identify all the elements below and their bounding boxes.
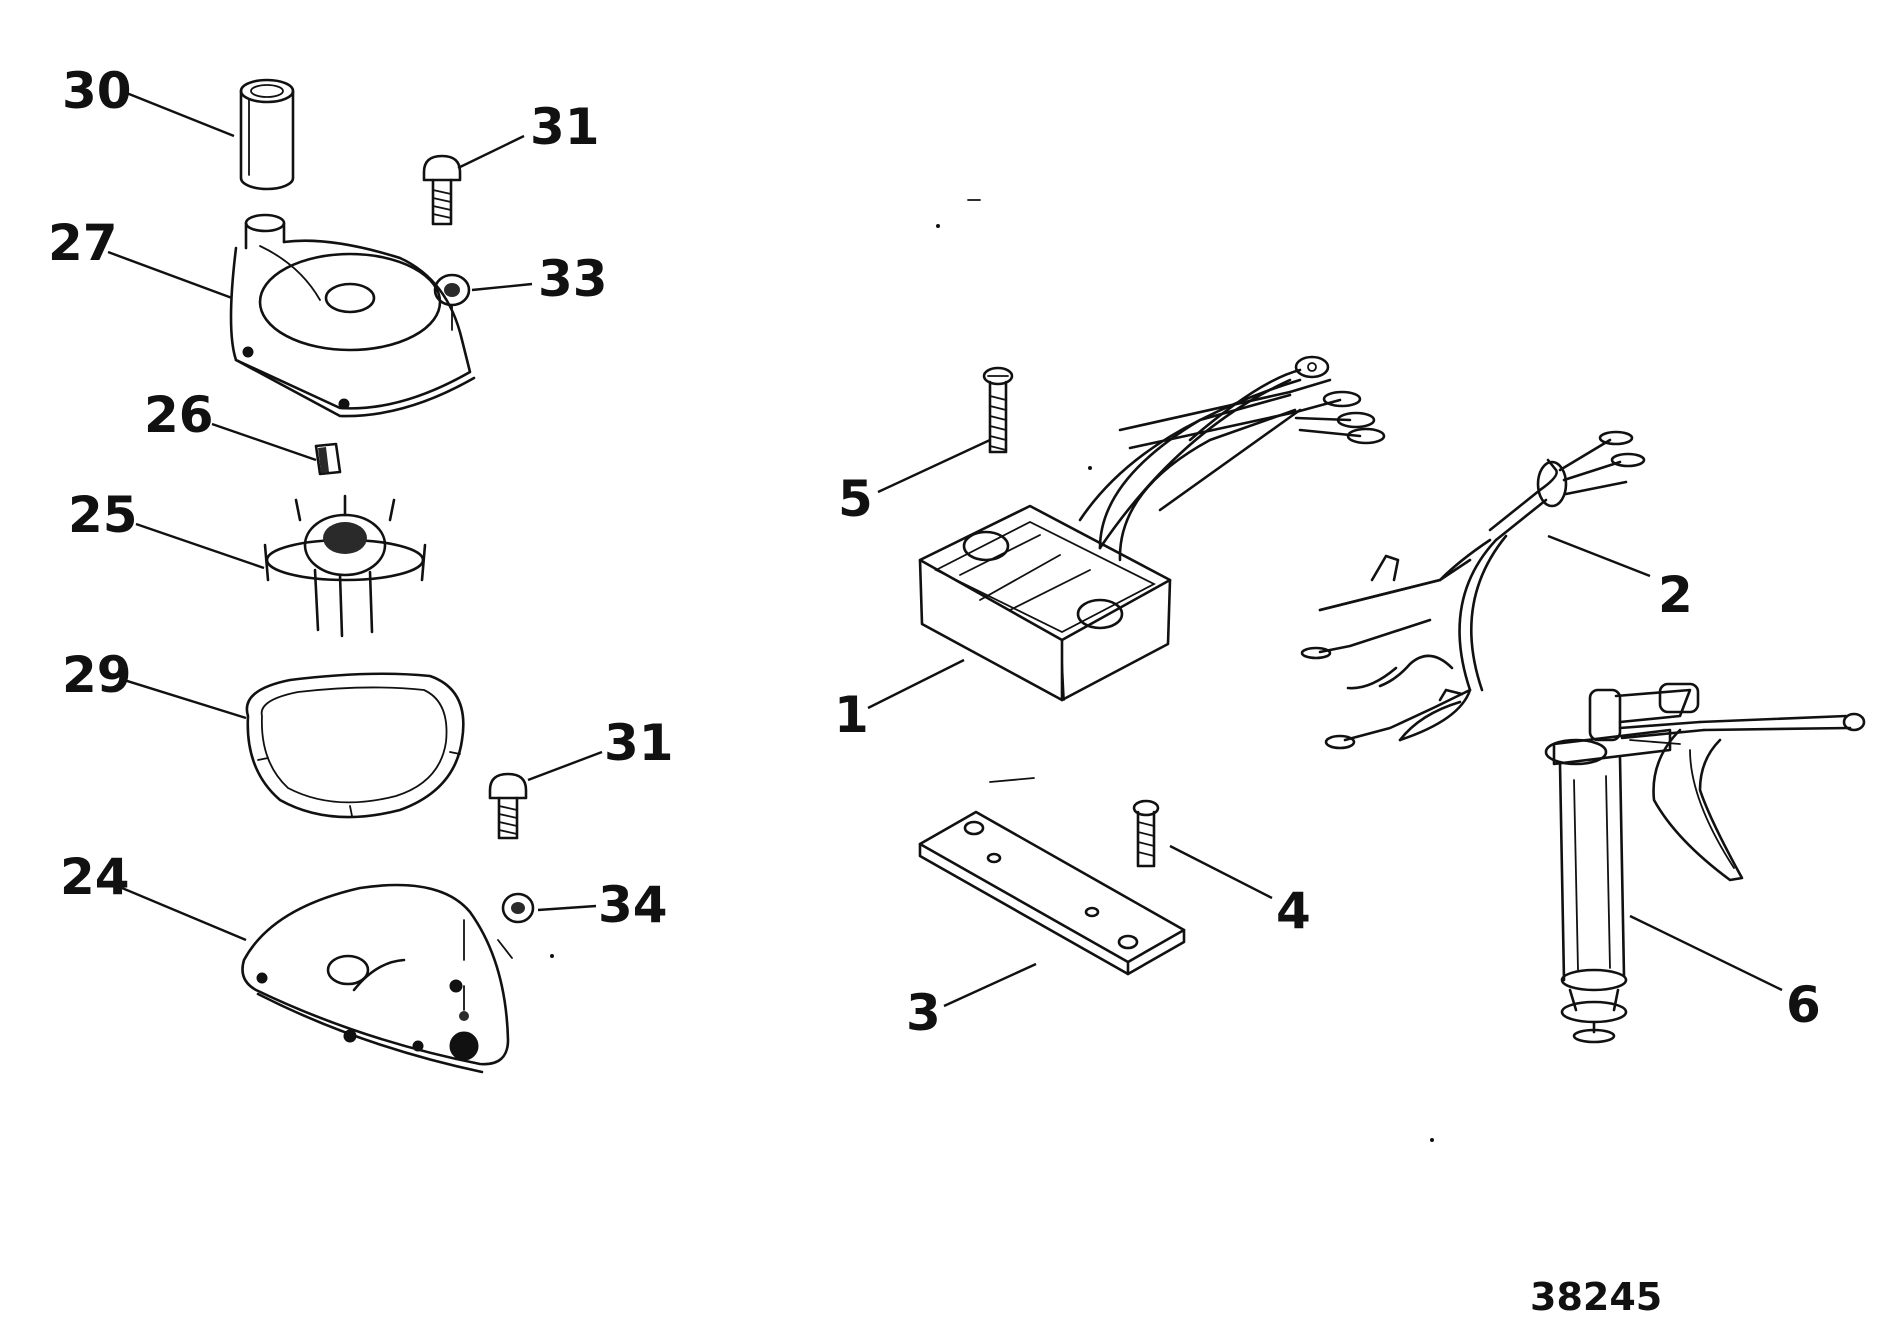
callout-1: 1	[834, 686, 869, 744]
part-3-mounting-plate	[918, 777, 1186, 976]
part-25-impeller	[263, 494, 427, 638]
part-31-bolt-lower	[488, 772, 528, 840]
callout-31-lower: 31	[604, 714, 674, 772]
part-27-pump-housing	[229, 213, 476, 418]
part-6-grease-gun	[1544, 682, 1866, 1044]
part-30-tube	[239, 78, 295, 191]
part-2-wiring-harness	[1300, 430, 1646, 750]
part-5-screw	[982, 366, 1014, 454]
part-24-face-plate	[241, 883, 510, 1074]
callout-4: 4	[1276, 882, 1311, 940]
callout-25: 25	[68, 486, 138, 544]
callout-30: 30	[62, 62, 132, 120]
callout-29: 29	[62, 646, 132, 704]
part-1-rectifier-box	[918, 355, 1386, 702]
callout-33: 33	[538, 250, 608, 308]
part-26-key	[314, 442, 342, 476]
callout-24: 24	[60, 848, 130, 906]
callout-31-top: 31	[530, 98, 600, 156]
callout-34: 34	[598, 876, 668, 934]
callout-labels: 30 31 27 33 26 25 29 31 24 34 5 1 2 3 4 …	[48, 62, 1821, 1319]
callout-6: 6	[1786, 976, 1821, 1034]
scan-specks	[550, 199, 1434, 1142]
part-34-nut	[497, 892, 535, 959]
callout-5: 5	[838, 470, 873, 528]
callout-3: 3	[906, 984, 941, 1042]
callout-26: 26	[144, 386, 214, 444]
callout-2: 2	[1658, 566, 1693, 624]
leader-lines	[107, 90, 1783, 1008]
part-31-bolt-top	[422, 154, 462, 226]
part-29-gasket	[245, 672, 465, 819]
part-33-grommet	[433, 273, 471, 331]
part-4-screw	[1132, 799, 1160, 868]
figure-number: 38245	[1530, 1275, 1662, 1319]
callout-27: 27	[48, 214, 118, 272]
